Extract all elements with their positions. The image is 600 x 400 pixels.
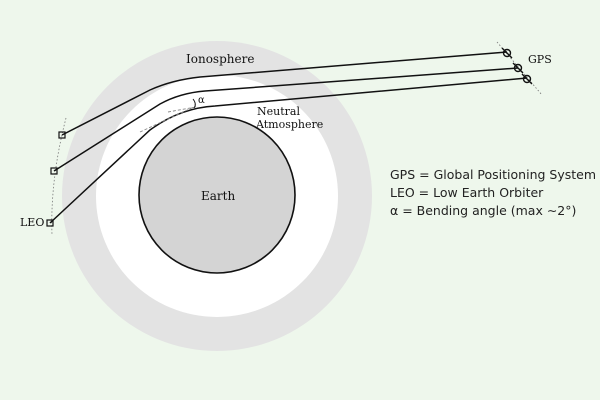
bending-tangent-dashed [139,105,197,133]
leo-satellite-icon [46,219,54,227]
leo-satellite-icon [58,131,66,139]
bending-angle-arc [192,98,196,109]
earth-label: Earth [201,189,235,203]
leo-satellites [46,131,66,227]
gps-label: GPS [528,53,552,66]
gps-satellite-icon [513,63,523,73]
neutral-atmosphere-label-line2: Atmosphere [255,118,323,131]
gps-satellite-icon [522,74,532,84]
leo-satellite-icon [50,167,58,175]
legend: GPS = Global Positioning System LEO = Lo… [390,166,596,220]
ray-path-2 [53,67,519,172]
gps-satellite-icon [502,48,512,58]
gps-satellites [501,47,533,85]
legend-leo: LEO = Low Earth Orbiter [390,185,544,200]
neutral-atmosphere-label-line1: Neutral [257,105,300,118]
legend-gps: GPS = Global Positioning System [390,167,597,182]
leo-label: LEO [20,216,44,229]
legend-alpha: α = Bending angle (max ∼2°) [390,203,577,218]
ray-path-1 [61,51,508,136]
earth [138,116,296,274]
leo-orbit-dotted [51,117,67,236]
ionosphere-label: Ionosphere [186,52,254,66]
bending-angle-label: α [198,95,205,106]
